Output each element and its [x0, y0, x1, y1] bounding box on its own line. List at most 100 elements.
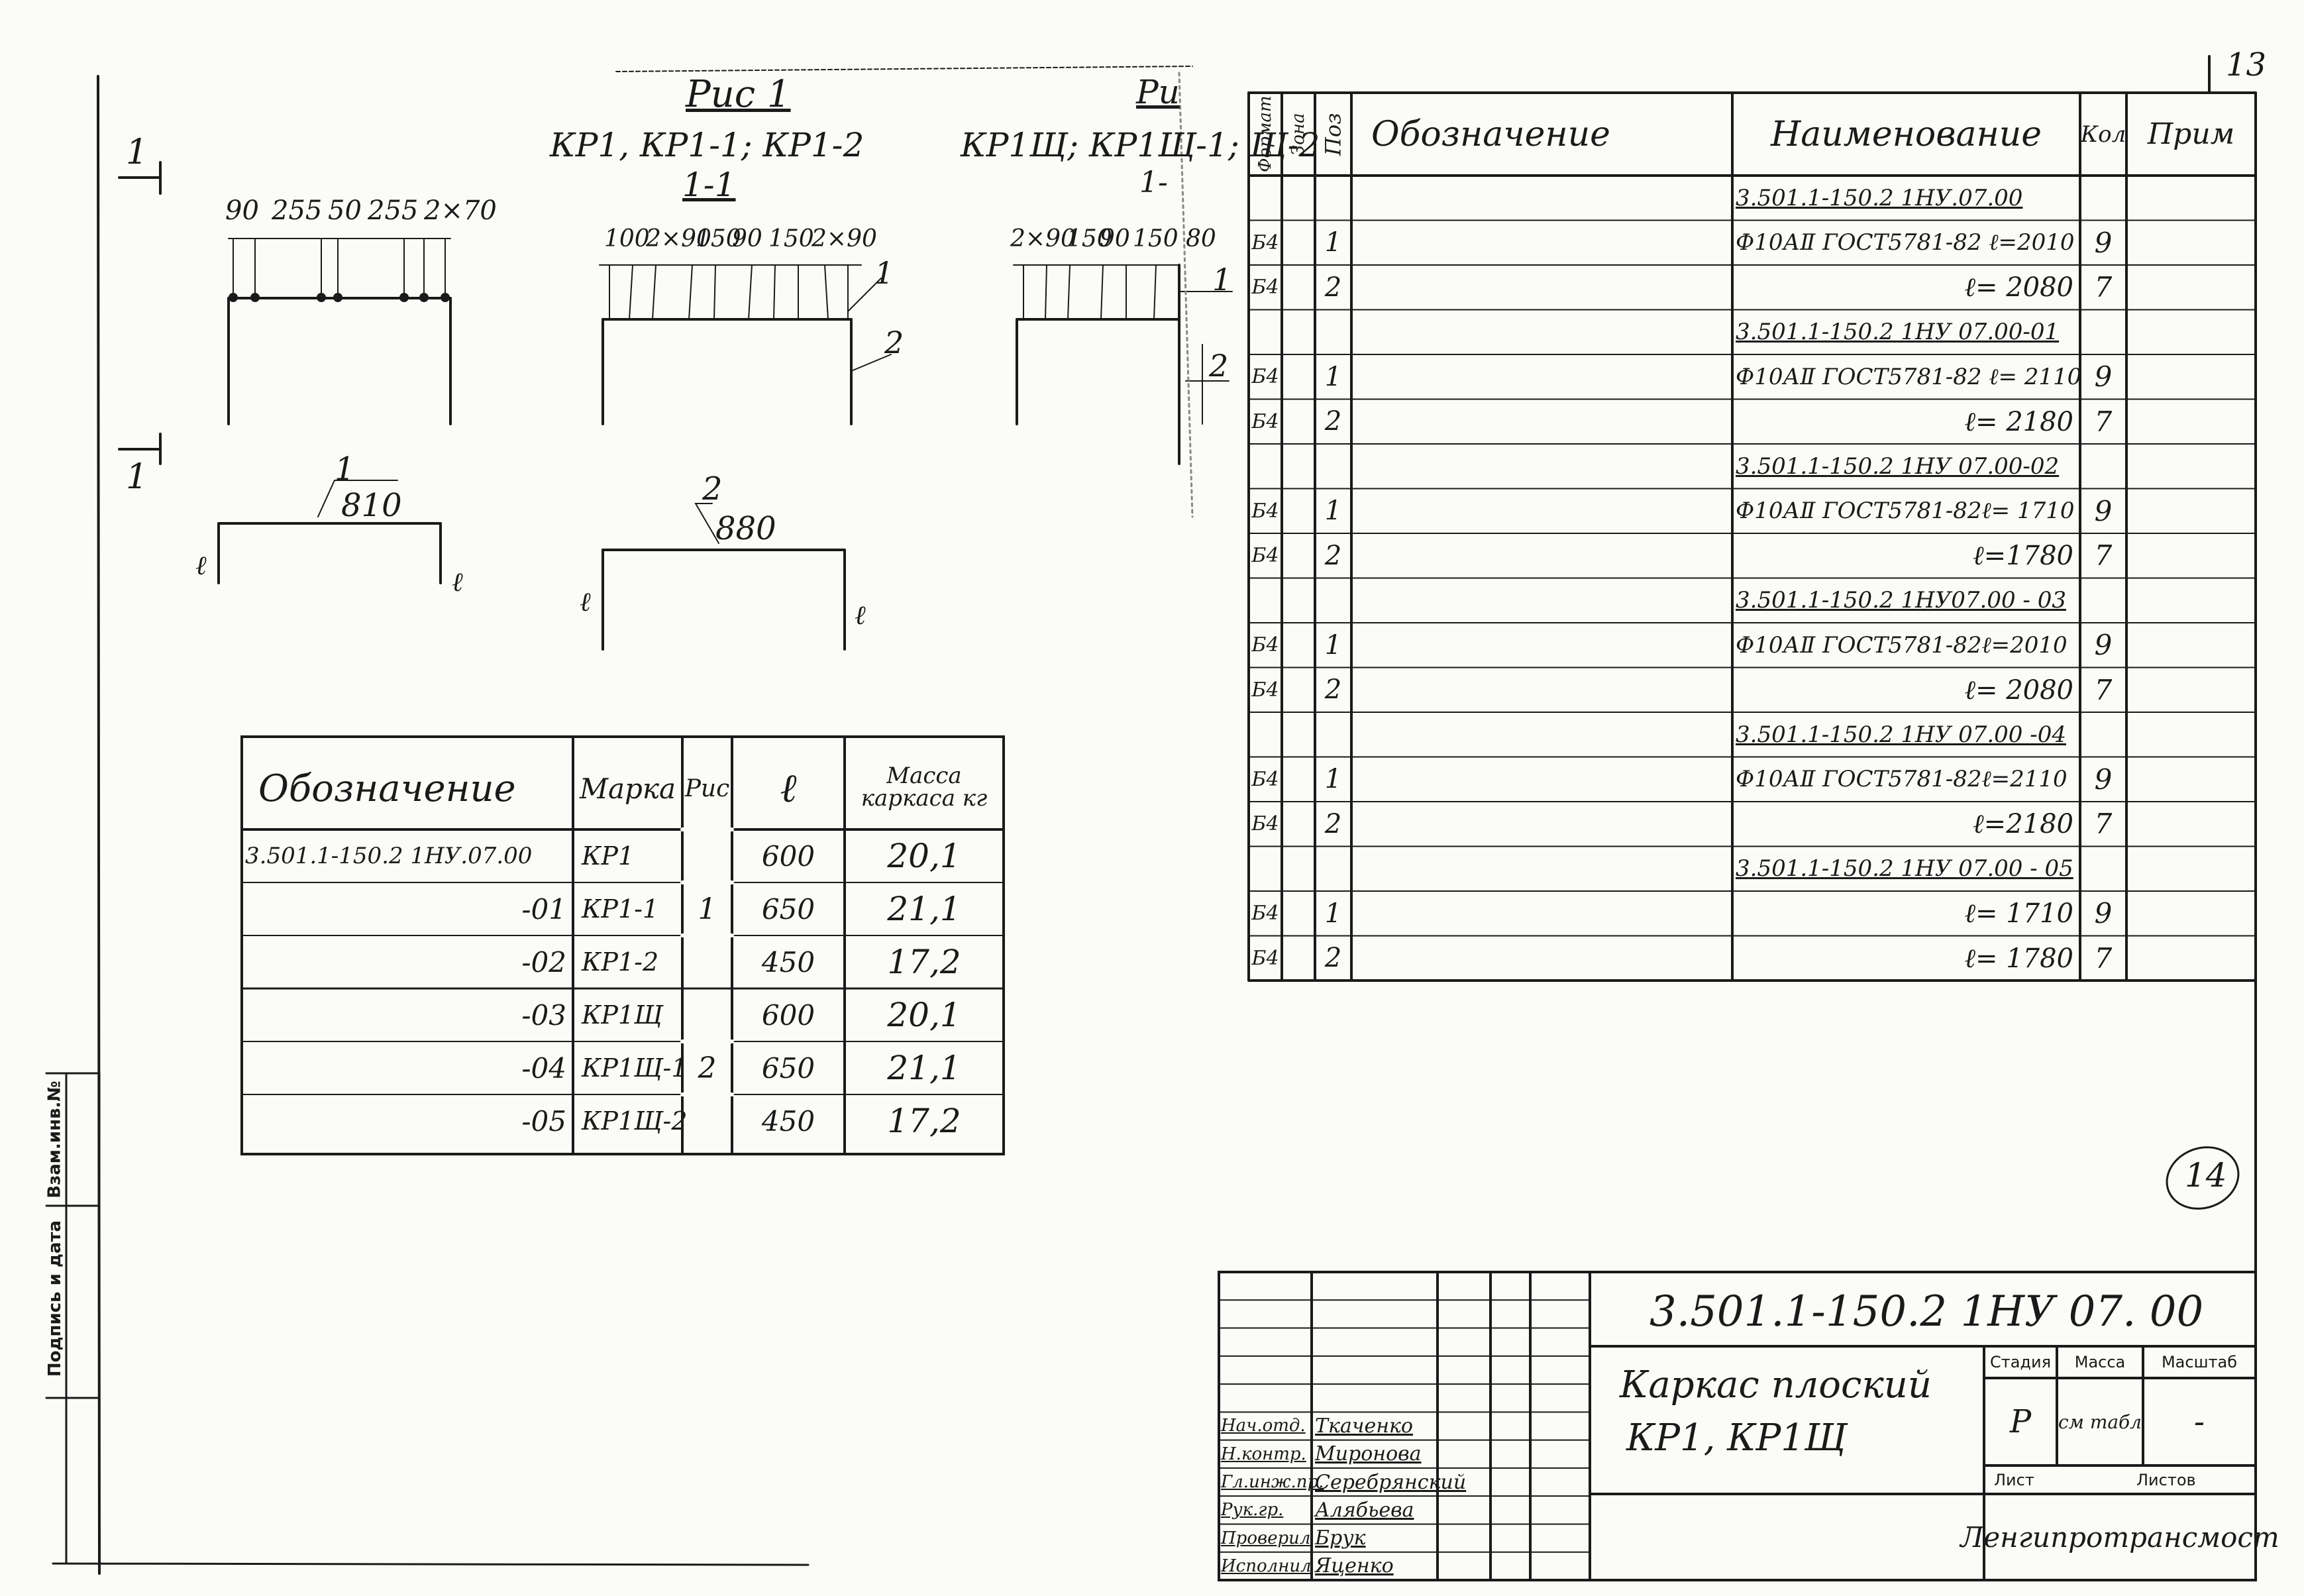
sheet-number: 13: [2226, 46, 2267, 83]
bar-detail-2: [602, 503, 846, 651]
callout-pos-1-right: 1: [1212, 262, 1232, 297]
spec-position: 1: [1324, 361, 1342, 392]
spec-header-designation: Обозначение: [1371, 114, 1610, 154]
spec-name: ℓ= 2180: [1964, 406, 2073, 437]
spec-name: 3.501.1-150.2 1НУ07.00 - 03: [1736, 587, 2066, 614]
dimension-label: 90: [225, 195, 259, 226]
bar1-position: 1: [335, 451, 355, 488]
marks-fig: 2: [698, 1051, 717, 1085]
marks-designation: -03: [521, 998, 566, 1032]
dimension-label: 90: [1100, 225, 1130, 252]
marks-mass: 21,1: [887, 890, 961, 928]
dimension-label: 2×90: [646, 225, 711, 252]
spec-position: 2: [1324, 674, 1342, 706]
spec-format: Б4: [1251, 231, 1279, 254]
marks-mass: 17,2: [887, 1102, 961, 1140]
spec-quantity: 7: [2094, 539, 2113, 572]
dimension-label: 255: [272, 195, 323, 226]
marks-mark: КР1-1: [582, 894, 659, 924]
spec-position: 2: [1324, 272, 1342, 303]
dimension-label: 150: [1067, 225, 1112, 252]
dimension-label: 150: [696, 225, 741, 252]
spec-header-zone: Зона: [1288, 113, 1308, 156]
dimension-label: 50: [328, 195, 362, 226]
spec-name: ℓ=2180: [1973, 809, 2073, 840]
section-label-left: 1-1: [682, 166, 736, 204]
signature-name: Алябьева: [1315, 1498, 1414, 1522]
marks-mass: 20,1: [887, 996, 961, 1034]
marks-mark: КР1Щ-2: [582, 1106, 688, 1136]
side-stamp-frame: [45, 1072, 101, 1565]
signature-role: Рук.гр.: [1221, 1500, 1284, 1520]
spec-format: Б4: [1251, 678, 1279, 702]
side-stamp-label-1: Взам.инв.№: [45, 1081, 65, 1198]
marks-table-grid: [240, 735, 1005, 1155]
marks-header-designation: Обозначение: [258, 767, 516, 810]
spec-header-note: Прим: [2147, 117, 2235, 151]
spec-quantity: 7: [2094, 808, 2113, 841]
figure-title: Рис 1: [686, 73, 791, 116]
scale-value: -: [2193, 1403, 2205, 1440]
spec-table-grid: [1247, 55, 2257, 1273]
spec-header-name: Наименование: [1770, 114, 2042, 154]
callout-pos-2: 2: [884, 325, 904, 360]
dimension-label: 2×90: [812, 225, 877, 252]
side-stamp-cell-1: Взам.инв.№: [45, 1077, 65, 1202]
marks-length: 650: [761, 892, 815, 926]
signature-role: Проверил: [1221, 1528, 1311, 1548]
marks-designation: -04: [521, 1051, 566, 1085]
spec-format: Б4: [1251, 544, 1279, 568]
spec-name: ℓ= 2080: [1964, 674, 2073, 706]
marks-mass: 17,2: [887, 943, 961, 981]
spec-name: ℓ= 1710: [1964, 898, 2073, 930]
spec-quantity: 9: [2094, 494, 2113, 527]
section-mark-bottom: 1: [126, 457, 148, 497]
marks-designation: -01: [521, 892, 566, 926]
signature-name: Ткаченко: [1315, 1414, 1413, 1438]
spec-quantity: 9: [2094, 763, 2113, 796]
spec-name: 3.501.1-150.2 1НУ 07.00-01: [1736, 319, 2060, 346]
spec-header-qty: Кол: [2080, 121, 2126, 148]
section-mark-top: 1: [126, 133, 148, 172]
dimension-label: 2×90: [1010, 225, 1076, 252]
doc-title-line1: Каркас плоский: [1620, 1363, 1932, 1407]
marks-length: 450: [761, 1104, 815, 1138]
marks-length: 600: [761, 998, 815, 1032]
scale-label: Масштаб: [2161, 1353, 2238, 1371]
signature-role: Нач.отд.: [1221, 1416, 1306, 1436]
signature-role: Н.контр.: [1221, 1444, 1306, 1464]
section-label-right-fragment: 1-: [1139, 166, 1168, 199]
bar2-end-left: ℓ: [580, 587, 591, 617]
marks-header-mark: Марка: [579, 772, 676, 805]
spec-name: ℓ= 1780: [1964, 943, 2073, 974]
spec-position: 2: [1324, 943, 1342, 974]
dimension-label: 2×70: [424, 195, 497, 226]
page-stamp: 14: [2185, 1156, 2227, 1195]
spec-position: 1: [1324, 496, 1342, 527]
spec-header-pos: Поз: [1320, 113, 1346, 156]
marks-length: 600: [761, 839, 815, 873]
marks-mark: КР1: [582, 841, 635, 871]
doc-code: 3.501.1-150.2 1НУ 07. 00: [1649, 1287, 2204, 1336]
spec-name: 3.501.1-150.2 1НУ.07.00: [1736, 184, 2023, 211]
mass-value: см табл: [2058, 1410, 2142, 1433]
signature-role: Гл.инж.пр.: [1221, 1472, 1324, 1493]
spec-name: Ф10АⅡ ГОСТ5781-82ℓ=2110: [1736, 766, 2068, 793]
marks-mark: КР1Щ: [582, 1000, 663, 1030]
title-block-grid: [1218, 1271, 2257, 1581]
spec-quantity: 9: [2094, 226, 2113, 259]
bar1-end-right: ℓ: [452, 567, 463, 598]
marks-designation: -05: [521, 1104, 566, 1138]
spec-format: Б4: [1251, 902, 1279, 926]
bar-detail-1: [217, 480, 442, 584]
spec-quantity: 9: [2094, 897, 2113, 930]
dimension-label: 255: [368, 195, 419, 226]
callout-pos-1: 1: [874, 255, 894, 291]
marks-header-length: ℓ: [780, 765, 797, 812]
dimension-label: 90: [732, 225, 762, 252]
section-b: [599, 264, 862, 425]
signature-name: Серебрянский: [1315, 1470, 1467, 1494]
dimension-label: 150: [768, 225, 814, 252]
signature-name: Яценко: [1315, 1554, 1394, 1578]
doc-title-line2: КР1, КР1Щ: [1626, 1416, 1847, 1460]
